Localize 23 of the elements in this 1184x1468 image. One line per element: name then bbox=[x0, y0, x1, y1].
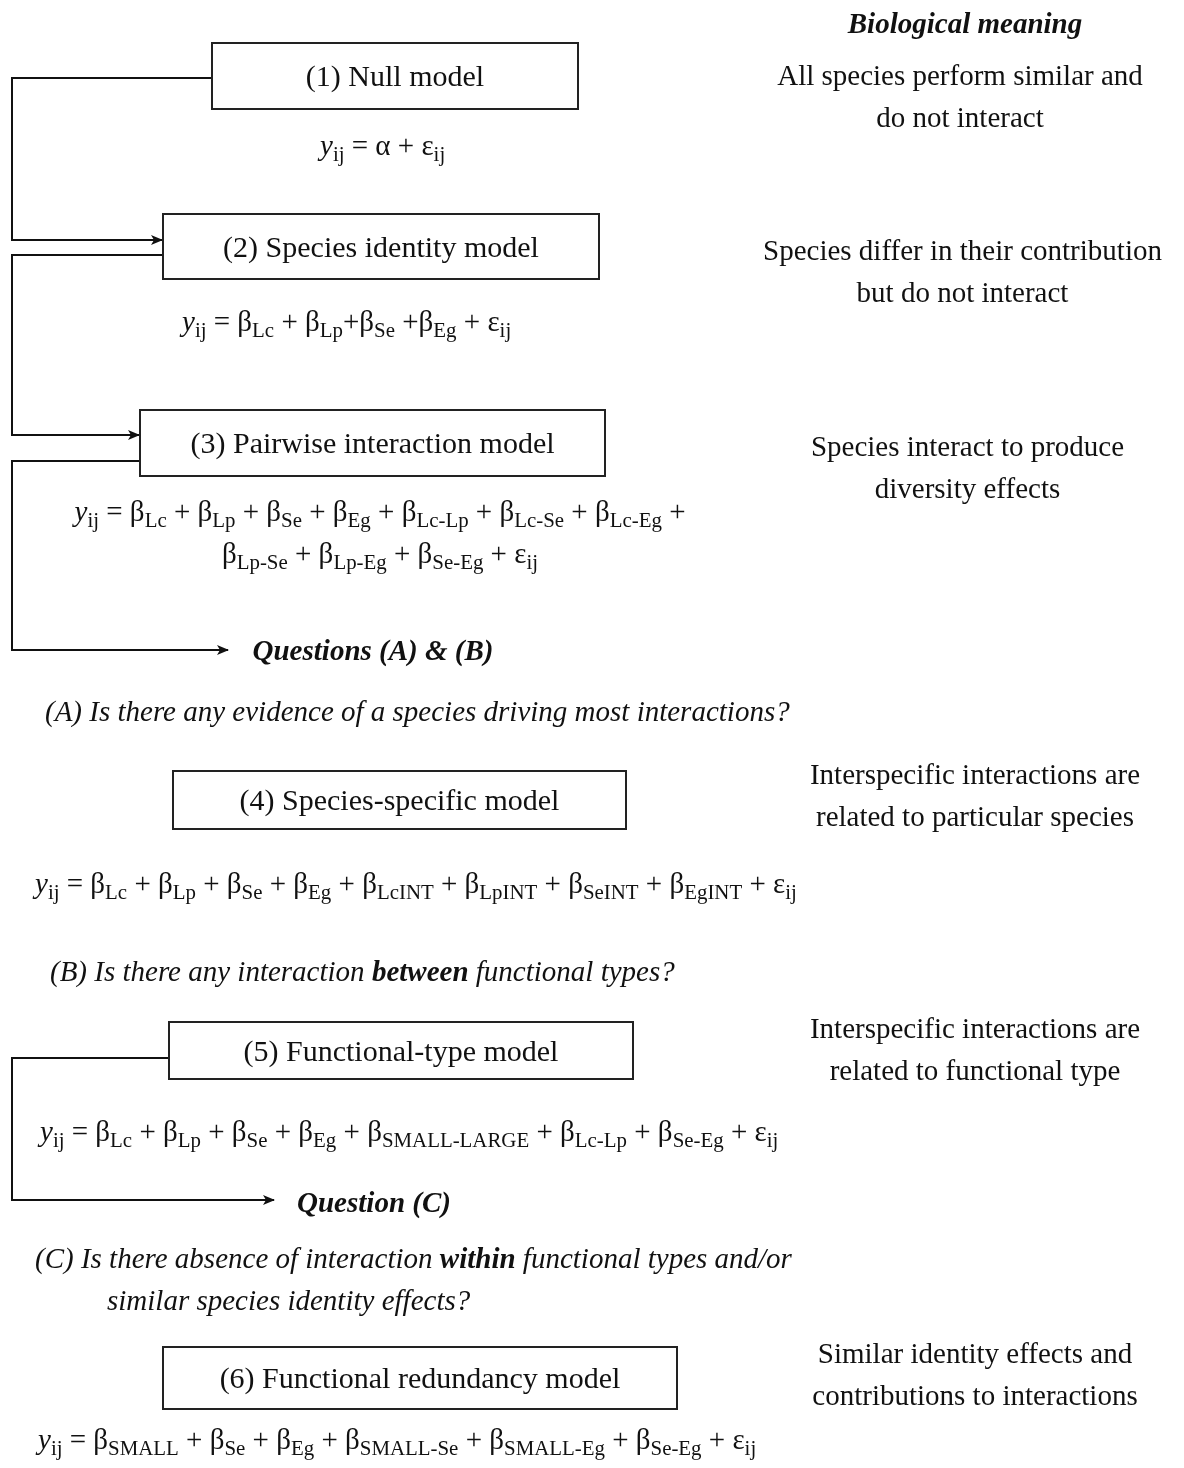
meaning-text: Interspecific interactions are related to functional type bbox=[808, 1011, 1142, 1088]
question-text: (B) Is there any interaction between functional types? bbox=[50, 954, 676, 989]
model-box: (6) Functional redundancy model bbox=[162, 1346, 678, 1410]
model-box: (3) Pairwise interaction model bbox=[139, 409, 606, 477]
equation: y$_{ij}$ = β$_{Lc}$ + β$_{Lp}$ + β$_{Se}$ + β$_{Eg}$ + β$_{Lc-Lp}$ + β$_{Lc-Se}$ + β$_{Lc-Eg}$ + β$_{Lp-Se}$ + β$_{Lp-Eg}$ + β$_{Se-Eg}$ + ε$_{ij}$ bbox=[71, 494, 687, 574]
model-box: (2) Species identity model bbox=[162, 213, 600, 280]
meaning-text: Species differ in their contribution but do not interact bbox=[762, 233, 1163, 310]
meaning-text: All species perform similar and do not interact bbox=[776, 58, 1144, 135]
arrow bbox=[11, 254, 163, 440]
question-text: (A) Is there any evidence of a species driving most interactions? bbox=[45, 694, 791, 729]
meaning-text: Species interact to produce diversity effects bbox=[809, 429, 1126, 506]
model-box: (5) Functional-type model bbox=[168, 1021, 634, 1080]
question-heading: Question (C) bbox=[274, 1182, 474, 1222]
model-box: (1) Null model bbox=[211, 42, 579, 110]
model-box: (4) Species-specific model bbox=[172, 770, 627, 830]
arrow bbox=[11, 1057, 275, 1205]
question-heading: Questions (A) & (B) bbox=[228, 630, 518, 670]
arrow bbox=[11, 77, 212, 245]
arrow bbox=[11, 460, 229, 655]
meaning-text: Interspecific interactions are related to particular species bbox=[808, 757, 1142, 834]
column-heading: Biological meaning bbox=[846, 6, 1084, 41]
meaning-text: Similar identity effects and contributions to interactions bbox=[811, 1336, 1139, 1413]
question-text: (C) Is there absence of interaction within functional types and/or similar species identity effects? bbox=[35, 1241, 793, 1318]
